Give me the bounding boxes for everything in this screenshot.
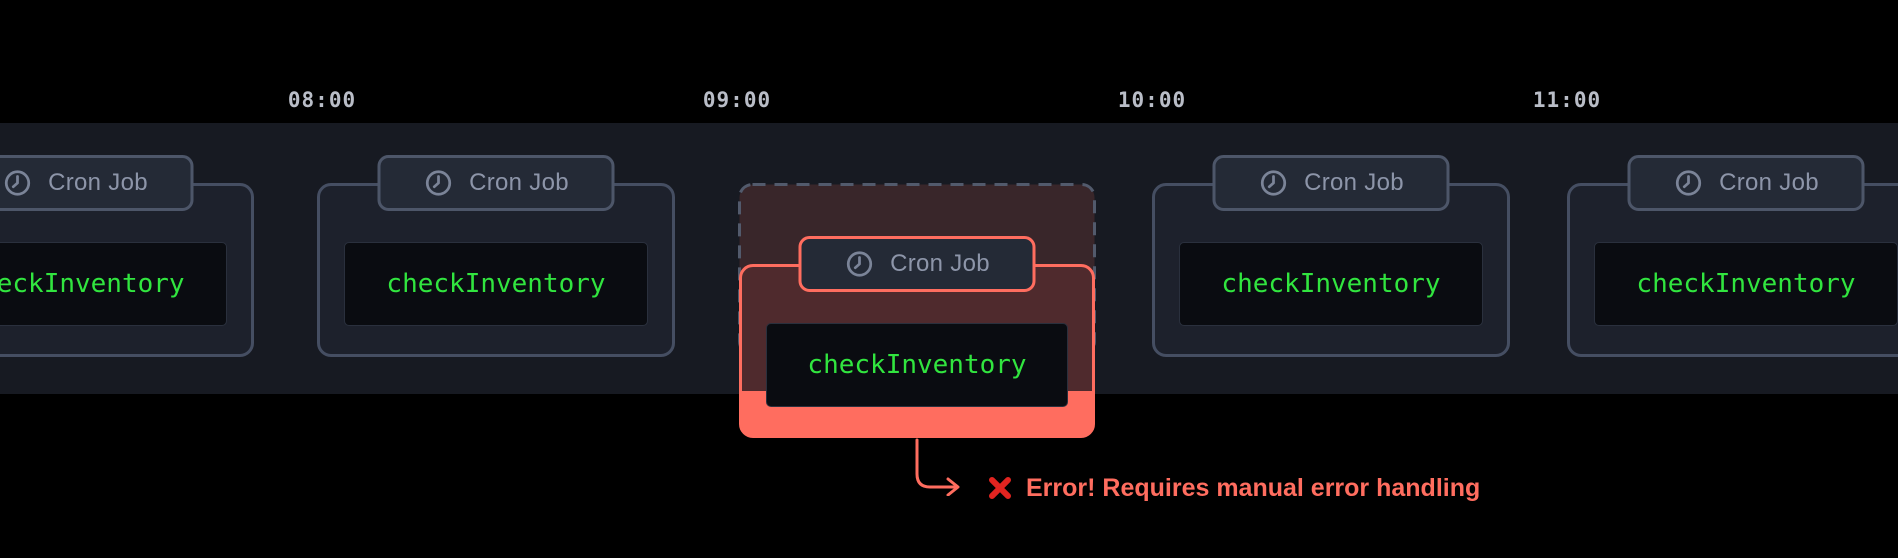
- time-label-0900: 09:00: [702, 88, 772, 112]
- clock-icon: [2, 168, 32, 198]
- code-label: checkInventory: [386, 269, 606, 299]
- time-label-1000: 10:00: [1117, 88, 1187, 112]
- badge-label: Cron Job: [48, 169, 148, 196]
- cron-job-badge: Cron Job: [1212, 155, 1450, 211]
- badge-label: Cron Job: [1719, 169, 1819, 196]
- cron-job-badge: Cron Job: [1627, 155, 1865, 211]
- code-label: checkInventory: [0, 269, 185, 299]
- cron-job-card[interactable]: Cron Job checkInventory: [1567, 155, 1898, 357]
- cron-job-badge: Cron Job: [798, 236, 1036, 292]
- cron-job-badge: Cron Job: [377, 155, 615, 211]
- code-box: checkInventory: [344, 242, 648, 326]
- cron-job-card[interactable]: Cron Job checkInventory: [1152, 155, 1510, 357]
- badge-label: Cron Job: [469, 169, 569, 196]
- error-message: Error! Requires manual error handling: [1026, 473, 1481, 502]
- code-box: checkInventory: [1594, 242, 1898, 326]
- error-arrow: [915, 438, 960, 496]
- cron-job-badge: Cron Job: [0, 155, 194, 211]
- cron-job-card[interactable]: Cron Job checkInventory: [0, 155, 254, 357]
- clock-icon: [1673, 168, 1703, 198]
- clock-icon: [844, 249, 874, 279]
- code-box: checkInventory: [766, 323, 1068, 407]
- clock-icon: [1258, 168, 1288, 198]
- clock-icon: [423, 168, 453, 198]
- cron-job-card[interactable]: Cron Job checkInventory: [317, 155, 675, 357]
- x-mark-icon: [986, 474, 1014, 502]
- code-label: checkInventory: [1636, 269, 1856, 299]
- code-label: checkInventory: [807, 350, 1027, 380]
- time-label-1100: 11:00: [1532, 88, 1602, 112]
- time-label-0800: 08:00: [287, 88, 357, 112]
- code-box: checkInventory: [1179, 242, 1483, 326]
- badge-label: Cron Job: [1304, 169, 1404, 196]
- code-box: checkInventory: [0, 242, 227, 326]
- cron-job-card-error[interactable]: Cron Job checkInventory: [739, 236, 1095, 438]
- error-annotation: Error! Requires manual error handling: [986, 470, 1480, 506]
- badge-label: Cron Job: [890, 250, 990, 277]
- code-label: checkInventory: [1221, 269, 1441, 299]
